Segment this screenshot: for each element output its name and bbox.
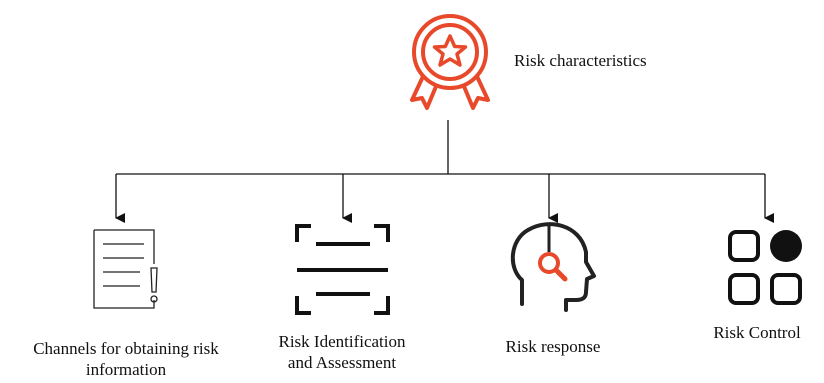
head-magnifier-icon [510,222,596,312]
label-line: information [85,360,167,379]
child-label-channels: Channels for obtaining risk information [0,338,252,380]
child-label-response: Risk response [478,336,628,357]
root-label: Risk characteristics [514,51,647,70]
label-line: Channels for obtaining risk [33,339,219,358]
label-line: and Assessment [287,353,397,372]
apps-grid-icon [728,230,802,305]
connector-lines [115,120,774,223]
label-line: Risk response [505,337,601,356]
document-warning-icon [93,229,158,309]
child-label-control: Risk Control [690,322,824,343]
award-ribbon-star-icon [410,14,490,110]
scan-frame-icon [295,224,390,315]
label-line: Risk Control [713,323,801,342]
child-label-identification: Risk Identification and Assessment [252,331,432,373]
label-line: Risk Identification [278,332,406,351]
